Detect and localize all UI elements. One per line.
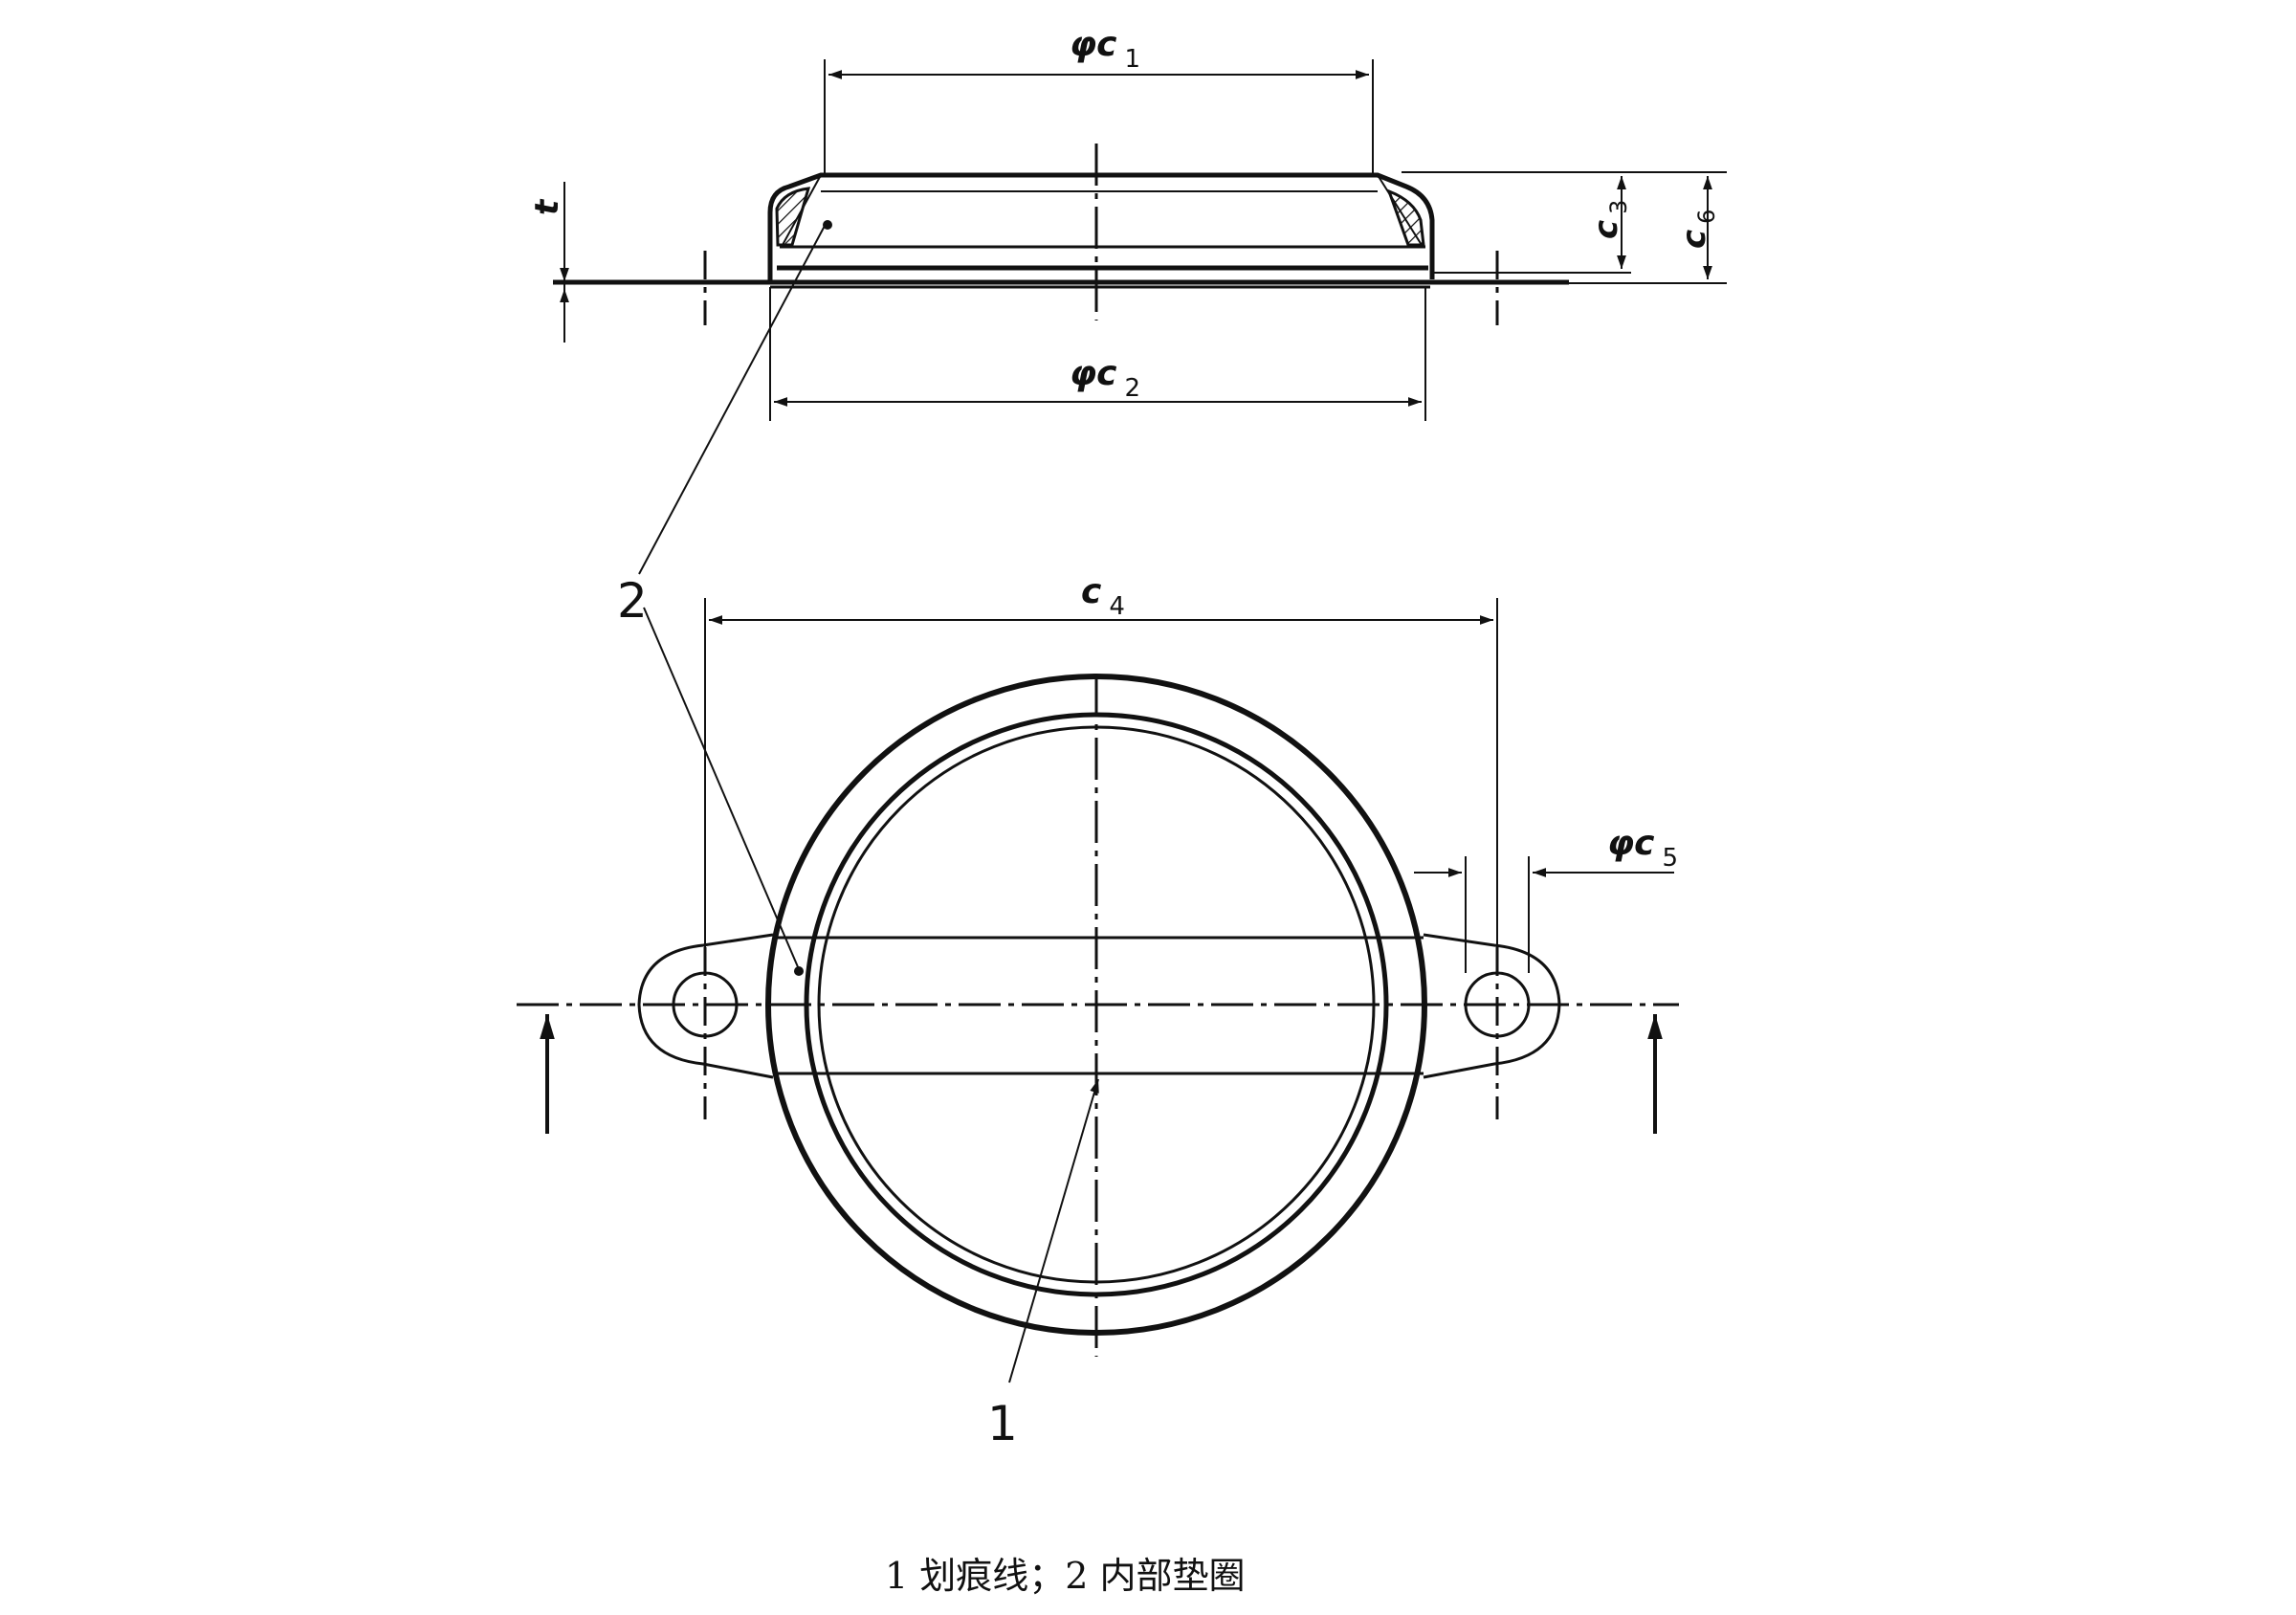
leader-dot-plan (794, 966, 804, 976)
callout-1: 1 (987, 1396, 1018, 1451)
leader-2-to-plan (643, 607, 800, 970)
label-c3: c3 (1587, 200, 1632, 239)
ring-profile (767, 172, 1435, 282)
plan-view (517, 598, 1679, 1357)
label-c6: c6 (1675, 210, 1720, 249)
callout-2: 2 (617, 573, 648, 629)
section-view (553, 59, 1727, 421)
leaders (638, 225, 1099, 1383)
leader-1 (1008, 1078, 1099, 1383)
label-t: t (528, 198, 566, 215)
lug-left (637, 933, 774, 1079)
gasket-section-left (775, 187, 811, 247)
gasket-section-right (1386, 188, 1425, 247)
leader-dot-section (823, 220, 832, 230)
caption: 1 划痕线；2 内部垫圈 (885, 1555, 1246, 1597)
leader-2-to-section (638, 225, 826, 575)
